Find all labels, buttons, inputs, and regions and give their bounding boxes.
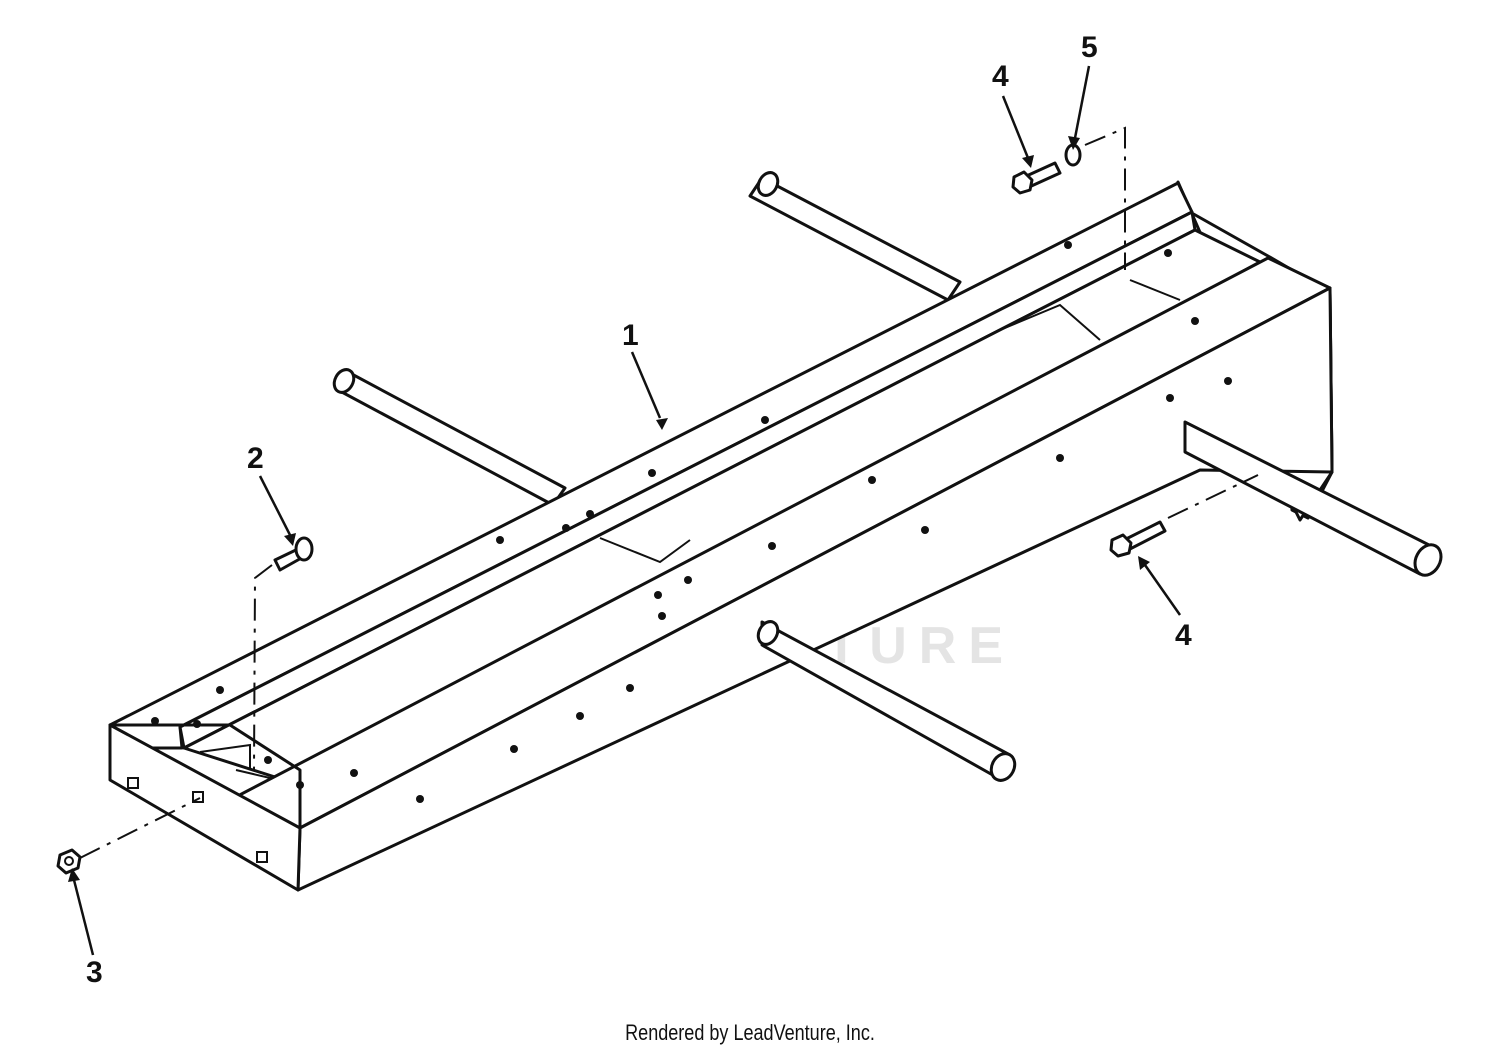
svg-text:2: 2 <box>247 442 264 475</box>
axle-tube-back-right <box>748 171 962 302</box>
svg-text:4: 4 <box>1175 619 1192 652</box>
svg-text:3: 3 <box>86 956 103 989</box>
frame-weldment <box>108 180 1334 892</box>
bolt-2 <box>273 536 314 572</box>
right-side-rail <box>228 256 1332 830</box>
callout-4-lower: 4 <box>1138 556 1192 652</box>
svg-text:1: 1 <box>622 319 639 352</box>
callout-3: 3 <box>68 868 103 989</box>
axle-tube-front-left <box>756 620 1017 782</box>
callout-4-upper: 4 <box>992 60 1034 168</box>
nut-3 <box>56 848 82 875</box>
rail-holes <box>151 241 1232 803</box>
svg-text:4: 4 <box>992 60 1009 93</box>
assembly-lines <box>79 126 1259 859</box>
callout-1: 1 <box>622 319 668 430</box>
callout-2: 2 <box>247 442 296 546</box>
svg-text:5: 5 <box>1081 31 1098 64</box>
bolt-4-lower <box>1109 520 1167 558</box>
axle-tube-back-left <box>332 368 567 507</box>
axle-tube-front-right <box>1183 420 1443 577</box>
bolt-4-upper <box>1011 161 1062 195</box>
footer-credit: Rendered by LeadVenture, Inc. <box>625 1020 875 1045</box>
callout-5: 5 <box>1068 31 1098 150</box>
front-end-plate <box>108 723 302 892</box>
